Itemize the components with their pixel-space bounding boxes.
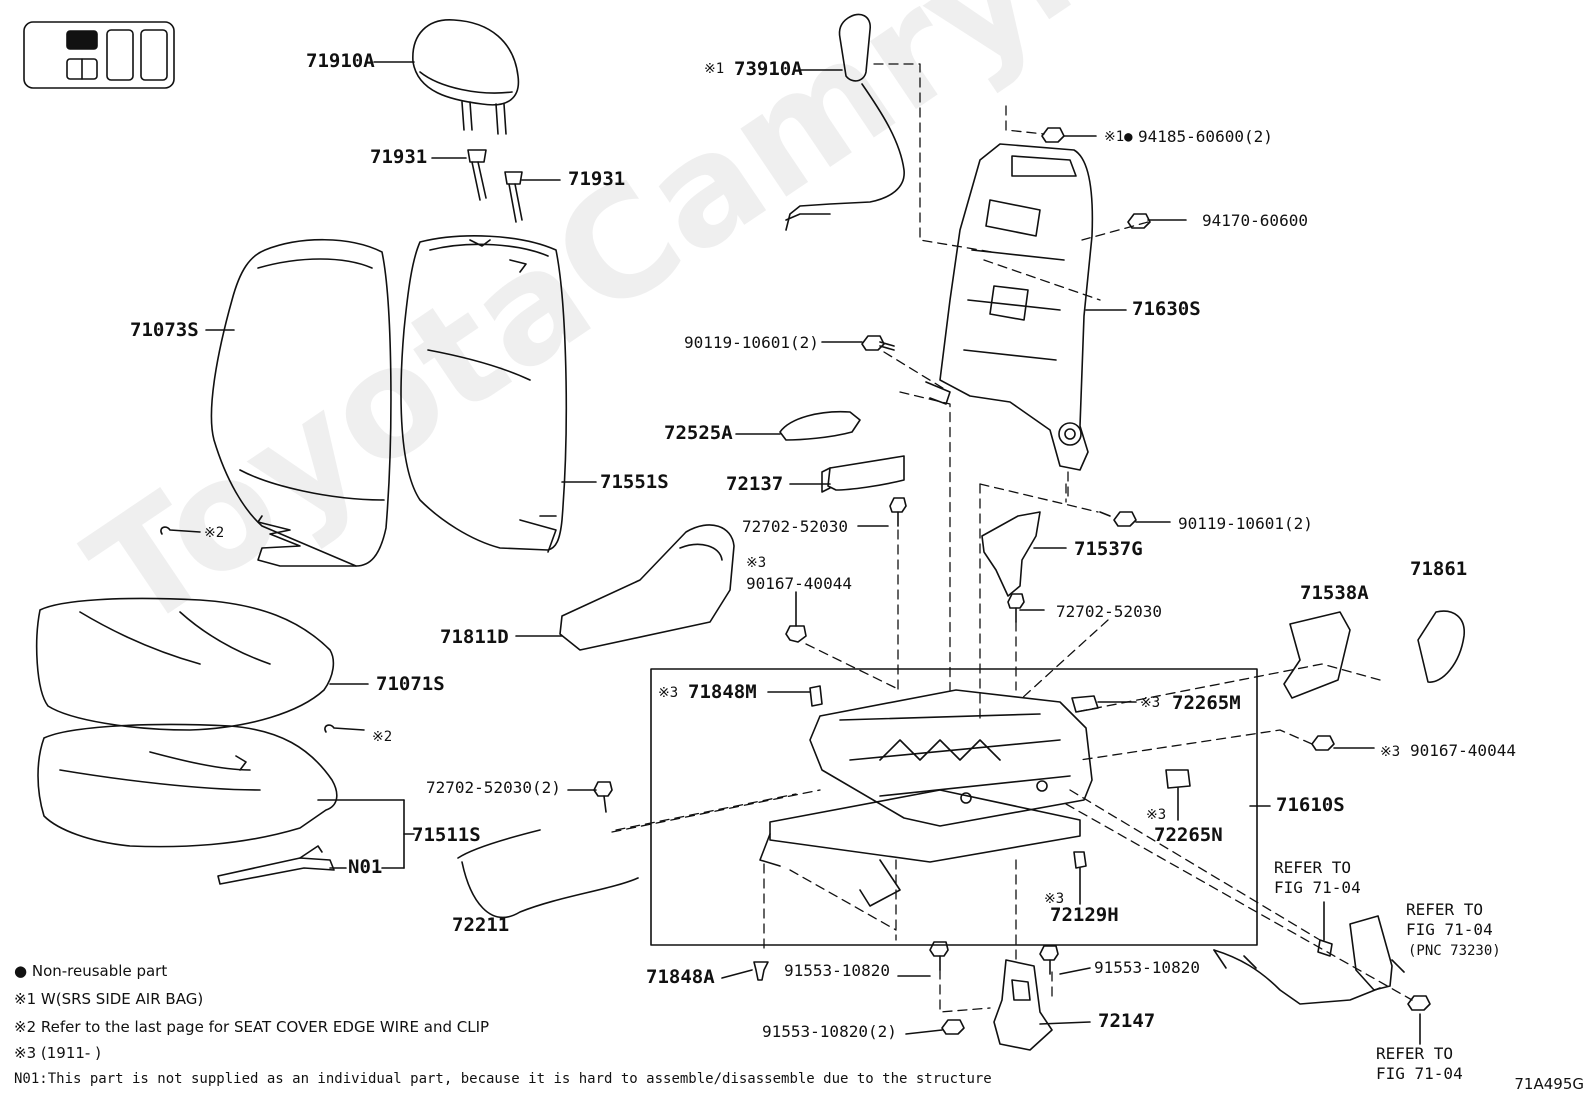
part-label-71861[interactable]: 71861 [1410, 558, 1468, 580]
part-label-72525A[interactable]: 72525A [664, 422, 733, 444]
bolt-drawings [593, 127, 1431, 1035]
cushion-cover-drawing [35, 597, 335, 731]
side-airbag-drawing [785, 13, 905, 231]
part-label-72702-52030-mid[interactable]: 72702-52030 [1056, 602, 1162, 621]
part-label-91553-10820-lower[interactable]: 91553-10820(2) [762, 1022, 897, 1041]
legend-note-1: ※1 W(SRS SIDE AIR BAG) [14, 990, 204, 1008]
mark-1911-c: ※3 [1140, 695, 1161, 711]
part-label-72265N[interactable]: 72265N [1154, 824, 1223, 846]
part-label-N01[interactable]: N01 [348, 856, 383, 878]
ref-label-2-line3[interactable]: (PNC 73230) [1408, 943, 1501, 959]
part-label-71848A[interactable]: 71848A [646, 966, 715, 988]
headrest-support-drawing [467, 149, 523, 223]
mark-1911-b: ※3 [658, 685, 679, 701]
ref-label-1-line1[interactable]: REFER TO [1274, 858, 1352, 877]
assembly-dashed-lines [611, 63, 1413, 1013]
part-label-90167-40044-left[interactable]: 90167-40044 [746, 574, 852, 593]
part-label-71071S[interactable]: 71071S [376, 673, 445, 695]
legend-note-n01: N01:This part is not supplied as an indi… [14, 1071, 992, 1087]
headrest-drawing [412, 19, 520, 135]
ref-label-2-line2[interactable]: FIG 71-04 [1406, 920, 1493, 939]
part-label-94170-60600[interactable]: 94170-60600 [1202, 211, 1308, 230]
part-label-71511S[interactable]: 71511S [412, 824, 481, 846]
part-label-71931-right[interactable]: 71931 [568, 168, 626, 190]
seat-position-icon [23, 21, 175, 89]
part-label-71610S[interactable]: 71610S [1276, 794, 1345, 816]
part-label-91553-10820-left[interactable]: 91553-10820 [784, 961, 890, 980]
part-label-90119-10601-lower[interactable]: 90119-10601(2) [1178, 514, 1313, 533]
seatback-cover-drawing [210, 238, 392, 567]
part-label-72129H[interactable]: 72129H [1050, 904, 1119, 926]
part-label-71811D[interactable]: 71811D [440, 626, 509, 648]
mark-edge-wire-1: ※2 [204, 525, 225, 541]
seatback-pad-drawing [400, 235, 568, 553]
part-label-71073S[interactable]: 71073S [130, 319, 199, 341]
part-label-91553-10820-right[interactable]: 91553-10820 [1094, 958, 1200, 977]
part-label-72211[interactable]: 72211 [452, 914, 510, 936]
ref-label-2-line1[interactable]: REFER TO [1406, 900, 1484, 919]
ref-label-1-line2[interactable]: FIG 71-04 [1274, 878, 1361, 897]
part-label-72702-52030-upper[interactable]: 72702-52030 [742, 517, 848, 536]
mark-1911-e: ※3 [1146, 807, 1167, 823]
trim-parts-drawing [559, 410, 1465, 1005]
leader-lines [160, 61, 1421, 1045]
seat-track-frame-drawing [650, 668, 1258, 946]
part-label-90167-40044-right[interactable]: 90167-40044 [1410, 741, 1516, 760]
diagram-code: 71A495G [1514, 1075, 1584, 1093]
mark-1911-a: ※3 [746, 555, 767, 571]
part-label-94185-60600[interactable]: 94185-60600(2) [1138, 127, 1273, 146]
legend-non-reusable: ● Non-reusable part [14, 962, 168, 980]
wire-harness-drawing [217, 829, 639, 919]
part-label-90119-10601-upper[interactable]: 90119-10601(2) [684, 333, 819, 352]
lower-bracket-drawing [993, 959, 1053, 1051]
part-label-72137[interactable]: 72137 [726, 473, 784, 495]
part-label-72147[interactable]: 72147 [1098, 1010, 1156, 1032]
mark-srs-1: ※1 [704, 61, 725, 77]
mark-1911-f: ※3 [1044, 891, 1065, 907]
seatback-frame-drawing [925, 143, 1094, 471]
cushion-pad-drawing [37, 723, 338, 848]
part-label-71538A[interactable]: 71538A [1300, 582, 1369, 604]
ref-label-3-line1[interactable]: REFER TO [1376, 1044, 1454, 1063]
ref-label-3-line2[interactable]: FIG 71-04 [1376, 1064, 1463, 1083]
mark-edge-wire-2: ※2 [372, 729, 393, 745]
part-label-71931-left[interactable]: 71931 [370, 146, 428, 168]
legend-note-2: ※2 Refer to the last page for SEAT COVER… [14, 1018, 490, 1036]
mark-1911-d: ※3 [1380, 744, 1401, 760]
part-label-72265M[interactable]: 72265M [1172, 692, 1241, 714]
part-label-71630S[interactable]: 71630S [1132, 298, 1201, 320]
part-label-73910A[interactable]: 73910A [734, 58, 803, 80]
part-label-71551S[interactable]: 71551S [600, 471, 669, 493]
mark-srs-nonreusable: ※1● [1104, 129, 1133, 145]
part-label-71910A[interactable]: 71910A [306, 50, 375, 72]
part-label-71848M[interactable]: 71848M [688, 681, 757, 703]
legend-note-3: ※3 (1911- ) [14, 1044, 101, 1062]
part-label-72702-52030-lower[interactable]: 72702-52030(2) [426, 778, 561, 797]
part-label-71537G[interactable]: 71537G [1074, 538, 1143, 560]
